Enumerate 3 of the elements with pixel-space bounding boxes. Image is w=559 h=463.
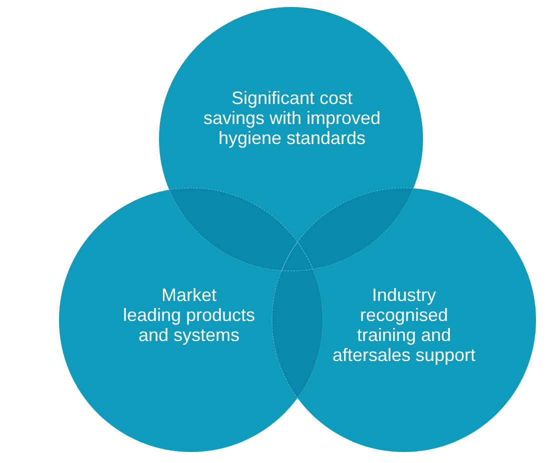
circle-text: Significant cost savings with improved hygiene standards: [202, 88, 382, 148]
circle-text: Market leading products and systems: [122, 285, 256, 345]
circle-text: Industry recognised training and aftersales support: [331, 285, 477, 365]
